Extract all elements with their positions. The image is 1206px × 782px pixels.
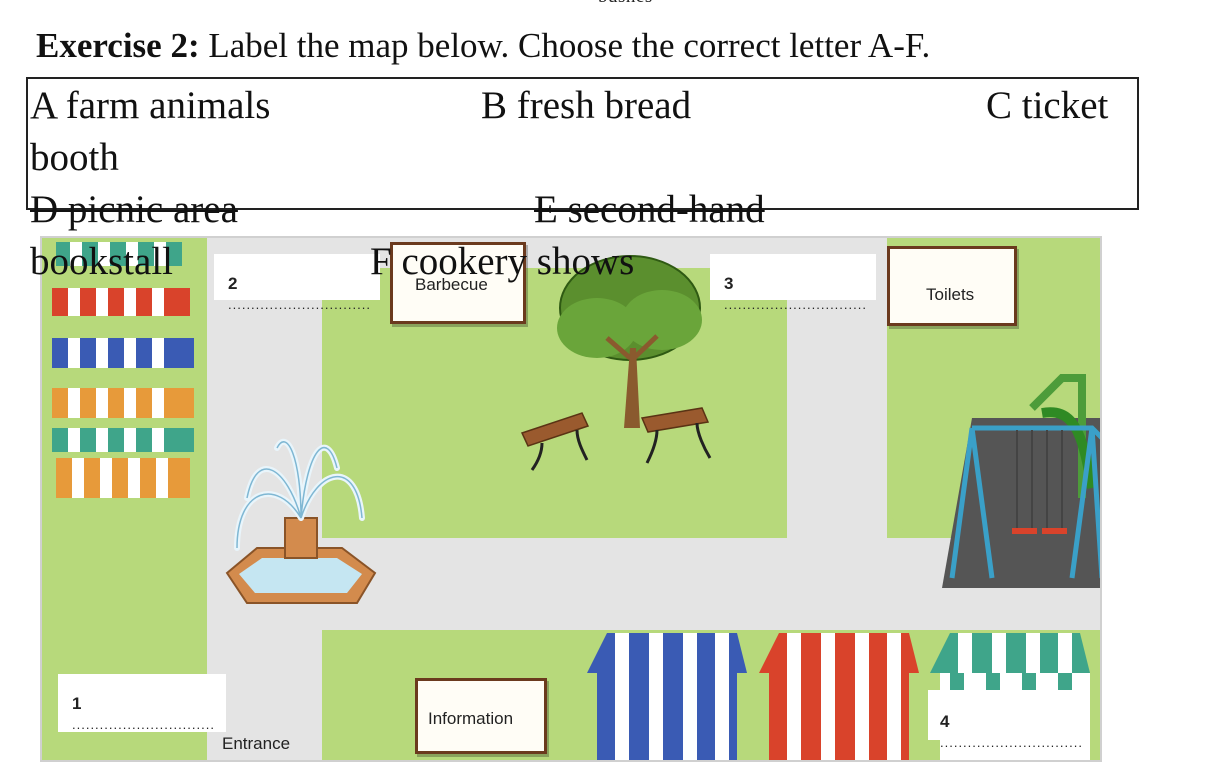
exercise-number: Exercise 2:	[36, 26, 200, 65]
top-fragment-text: bushes	[598, 0, 653, 8]
blank-3-dots: ...............................	[724, 297, 867, 312]
exercise-instruction: Label the map below. Choose the correct …	[199, 26, 931, 65]
blank-2-dots: ...............................	[228, 297, 371, 312]
blank-label-1[interactable]: 1 ...............................	[58, 674, 226, 732]
exercise-title: Exercise 2: Label the map below. Choose …	[36, 26, 930, 66]
park-map: 2 ............................... 3 ....…	[40, 236, 1102, 762]
option-d: D picnic area	[30, 188, 238, 231]
blank-1-dots: ...............................	[72, 717, 215, 732]
blank-label-4[interactable]: 4 ...............................	[928, 690, 1090, 750]
information-sign: Information	[415, 678, 547, 754]
stall-red	[759, 633, 919, 760]
entrance-label: Entrance	[222, 734, 291, 753]
options-box	[26, 77, 1139, 210]
blank-4-number: 4	[940, 712, 950, 731]
option-c: C ticket	[986, 84, 1109, 127]
option-e-continued: bookstall	[30, 240, 173, 283]
option-c-continued: booth	[30, 136, 119, 179]
stall-blue	[587, 633, 747, 760]
information-label: Information	[428, 709, 514, 728]
fountain-illustration	[225, 438, 377, 604]
blank-1-number: 1	[72, 694, 82, 713]
barbecue-label: Barbecue	[415, 275, 488, 294]
option-e: E second-hand	[534, 188, 765, 231]
blank-4-dots: ...............................	[940, 735, 1083, 750]
option-a: A farm animals	[30, 84, 271, 127]
blank-label-2[interactable]: 2 ...............................	[214, 254, 380, 312]
toilets-sign: Toilets	[887, 246, 1017, 326]
barbecue-sign: Barbecue	[390, 242, 526, 324]
tree-and-benches	[520, 255, 712, 471]
toilets-label: Toilets	[926, 285, 975, 304]
playground	[942, 374, 1100, 588]
option-b: B fresh bread	[481, 84, 692, 127]
blank-label-3[interactable]: 3 ...............................	[710, 254, 876, 312]
blank-2-number: 2	[228, 274, 238, 293]
option-f: F cookery shows	[370, 240, 635, 283]
blank-3-number: 3	[724, 274, 734, 293]
left-stalls	[52, 242, 194, 498]
